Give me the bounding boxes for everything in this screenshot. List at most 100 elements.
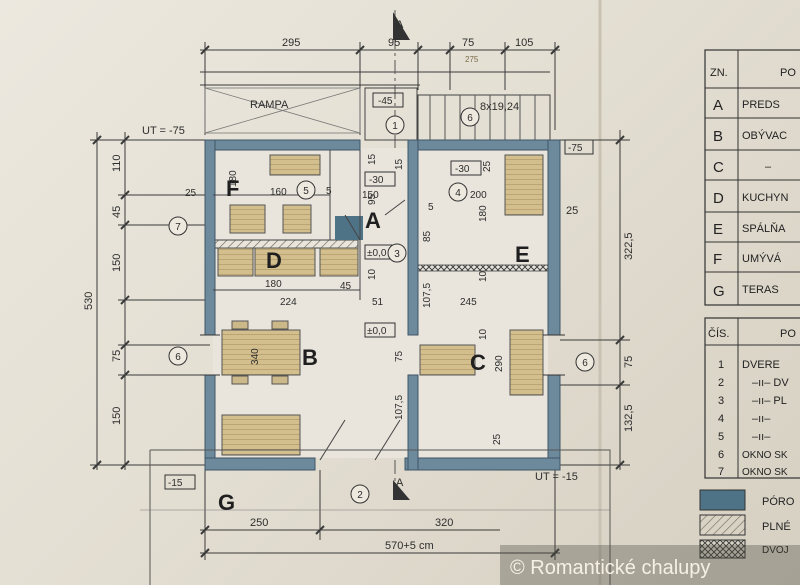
c-dim-25: 25: [492, 433, 503, 445]
room-label-f: F: [226, 176, 239, 201]
legend-code-d: D: [713, 190, 724, 207]
plan-labels: A A RAMPA UT = -75 UT = -15 -45 -30 -30 …: [83, 19, 796, 556]
level-m30b: -30: [369, 175, 384, 186]
d-dim-45: 45: [340, 281, 352, 292]
wardrobe-e: [504, 154, 544, 216]
dimension-lines: [90, 42, 630, 560]
legend-num-4: 4: [718, 413, 724, 425]
material-swatch-dvoj: [699, 539, 746, 559]
legend-code-g: G: [713, 283, 725, 300]
legend-header-po: PO: [780, 67, 796, 79]
dim-top-295: 295: [282, 37, 300, 49]
dim-left-total: 530: [83, 292, 95, 310]
material-label-dvoj: DVOJ: [762, 545, 789, 556]
legend-code-b: B: [713, 128, 723, 145]
rampa-area: [204, 87, 361, 134]
ut-bottom-label: UT = -15: [535, 471, 578, 483]
legend-name-e: SPÁLŇA: [742, 222, 786, 235]
circle-label-7: 7: [175, 222, 181, 233]
room-label-b: B: [302, 345, 318, 370]
room-label-e: E: [515, 242, 530, 267]
window-marks: [200, 334, 565, 376]
circle-label-1: 1: [392, 121, 398, 132]
circle-label-2: 2: [357, 490, 363, 501]
material-swatch-poro: [699, 489, 746, 511]
legend-code-a: A: [713, 97, 723, 114]
legend-name-c: –: [765, 161, 772, 173]
circle-label-6c: 6: [582, 358, 588, 369]
circle-label-6b: 6: [175, 352, 181, 363]
toilet: [282, 204, 312, 234]
kitchen-wall-strip: [212, 239, 359, 249]
dim-left-75: 75: [111, 350, 123, 362]
dim-top-275: 275: [465, 55, 479, 64]
chairs: [231, 320, 289, 385]
f-dim-15: 15: [367, 153, 378, 165]
terrace-outline: [149, 449, 611, 585]
entry-landing: [364, 87, 418, 141]
outer-walls: [204, 139, 561, 471]
watermark-band: [500, 545, 800, 585]
stair-treads: [429, 95, 536, 140]
room-label-d: D: [266, 248, 282, 273]
legend-name-d: KUCHYN: [742, 192, 789, 204]
dim-bottom-250: 250: [250, 517, 268, 529]
legend-item-1: DVERE: [742, 359, 780, 371]
washbasin: [229, 204, 266, 234]
circle-label-5: 5: [303, 186, 309, 197]
legend-num-3: 3: [718, 395, 724, 407]
dim-top-95: 95: [388, 37, 400, 49]
e-dim-1075: 107,5: [422, 283, 433, 308]
legend-table: [699, 49, 800, 559]
material-label-plne: PLNÉ: [762, 520, 791, 533]
legend-item-2: –ıı– DV: [752, 377, 789, 389]
e-dim-25: 25: [482, 160, 493, 172]
e-dim-200: 200: [470, 190, 487, 201]
level-m45: -45: [378, 96, 393, 107]
dim-left-150a: 150: [111, 254, 123, 272]
stair-label: 8x19,24: [480, 101, 519, 113]
legend-code-c: C: [713, 159, 724, 176]
dim-bottom-320: 320: [435, 517, 453, 529]
door-swings: [319, 199, 406, 461]
c-dim-10: 10: [478, 328, 489, 340]
kitchen-counter-2: [254, 247, 316, 277]
e-dim-245: 245: [460, 297, 477, 308]
dim-left-110: 110: [111, 154, 123, 172]
wardrobe-c: [509, 329, 544, 396]
dining-table: [221, 329, 301, 376]
section-mark-bottom: A: [396, 477, 404, 489]
level-zero2: ±0,0: [367, 326, 387, 337]
stair-dim-15: 15: [394, 158, 405, 170]
legend-header-po2: PO: [780, 328, 796, 340]
level-zero1: ±0,0: [367, 248, 387, 259]
e-dim-85: 85: [422, 230, 433, 242]
circle-label-6a: 6: [467, 113, 473, 124]
legend-num-2: 2: [718, 377, 724, 389]
legend-code-e: E: [713, 221, 723, 238]
f-dim-10: 10: [367, 268, 378, 280]
c-dim-290: 290: [494, 355, 505, 372]
section-mark-top: A: [396, 19, 404, 31]
legend-name-a: PREDS: [742, 99, 780, 111]
d-dim-180: 180: [265, 279, 282, 290]
legend-num-1: 1: [718, 359, 724, 371]
f-dim-180: 180: [228, 170, 239, 187]
legend-item-3: –ıı– PL: [752, 395, 787, 407]
d-dim-224: 224: [280, 297, 297, 308]
legend-num-6: 6: [718, 449, 724, 461]
c-dim-1075: 107,5: [394, 395, 405, 420]
table-dim: 340: [250, 348, 261, 365]
f-dim-25: 25: [185, 188, 197, 199]
dim-top-105: 105: [515, 37, 533, 49]
legend-item-6: OKNO SK: [742, 450, 788, 461]
legend-num-5: 5: [718, 431, 724, 443]
legend-code-f: F: [713, 251, 722, 268]
level-m75: -75: [568, 143, 583, 154]
circle-label-4: 4: [455, 188, 461, 199]
room-label-a: A: [365, 208, 381, 233]
dim-left-150b: 150: [111, 407, 123, 425]
rampa-label: RAMPA: [250, 99, 289, 111]
